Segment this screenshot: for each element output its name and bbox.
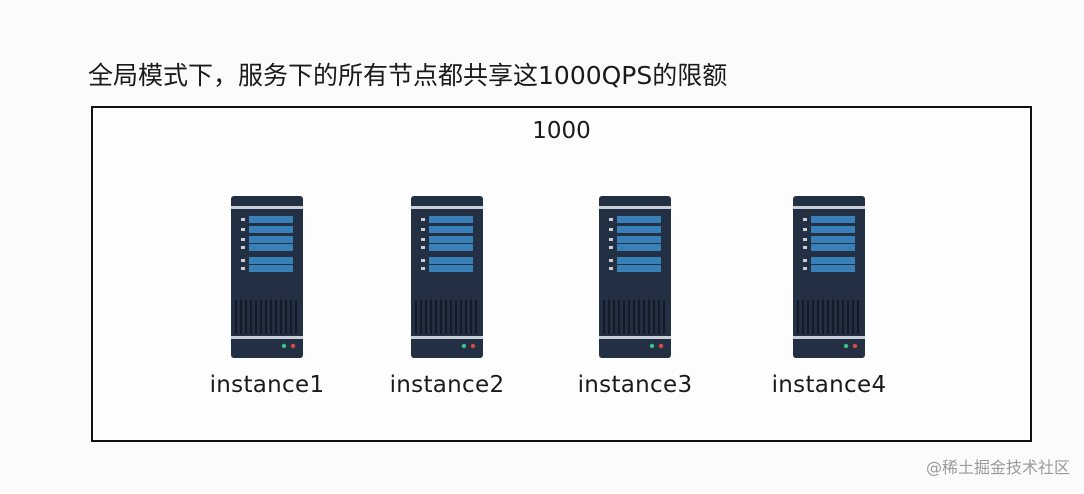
diagram-heading: 全局模式下，服务下的所有节点都共享这1000QPS的限额 [88, 61, 728, 90]
quota-label: 1000 [532, 118, 591, 144]
server-icon-4 [793, 196, 865, 358]
server-icon-1 [231, 196, 303, 358]
instance-label-1: instance1 [209, 372, 325, 398]
instance-label-2: instance2 [389, 372, 505, 398]
watermark: @稀土掘金技术社区 [925, 458, 1070, 477]
instance-label-4: instance4 [771, 372, 887, 398]
server-icon-2 [411, 196, 483, 358]
server-icon-3 [599, 196, 671, 358]
instance-label-3: instance3 [577, 372, 693, 398]
global-quota-box: 1000 instance1 [91, 106, 1032, 442]
